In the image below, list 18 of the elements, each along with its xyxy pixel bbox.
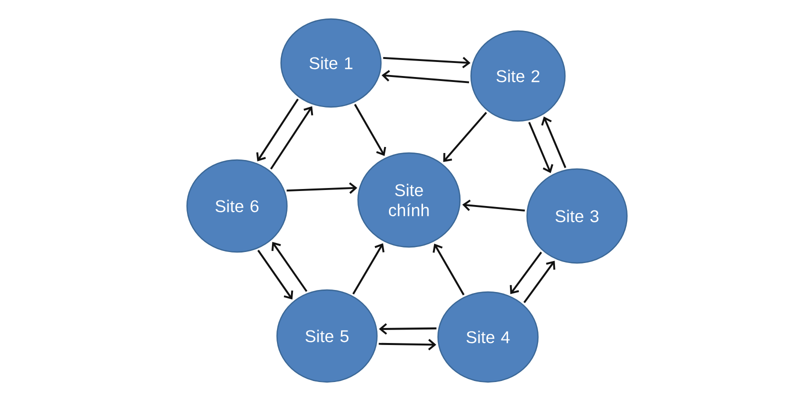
- arrow: [443, 112, 488, 162]
- arrow: [432, 244, 465, 296]
- arrow: [257, 250, 294, 300]
- arrow: [354, 104, 386, 156]
- arrow: [270, 106, 314, 170]
- arrow: [510, 252, 542, 294]
- arrow: [523, 260, 556, 304]
- arrow: [378, 338, 436, 350]
- arrow: [383, 56, 470, 68]
- arrow: [462, 200, 525, 212]
- arrow: [382, 70, 470, 84]
- arrow: [272, 242, 308, 292]
- arrow: [352, 243, 384, 294]
- arrow: [528, 122, 554, 174]
- arrow: [541, 116, 566, 168]
- arrow: [378, 323, 436, 335]
- arrow: [256, 98, 299, 162]
- arrow: [286, 182, 358, 194]
